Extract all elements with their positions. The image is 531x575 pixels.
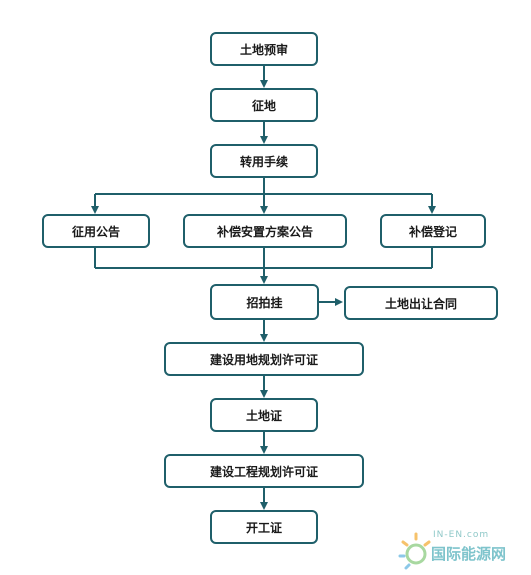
node-conversion-procedure: 转用手续 — [210, 144, 318, 178]
node-land-transfer-contract: 土地出让合同 — [344, 286, 498, 320]
node-expropriation-notice: 征用公告 — [42, 214, 150, 248]
sun-logo-icon — [398, 532, 431, 570]
node-construction-permit: 开工证 — [210, 510, 318, 544]
node-auction-listing: 招拍挂 — [210, 284, 319, 320]
node-compensation-registration: 补偿登记 — [380, 214, 486, 248]
node-construction-planning-permit: 建设工程规划许可证 — [164, 454, 364, 488]
node-land-certificate: 土地证 — [210, 398, 318, 432]
node-land-use-planning-permit: 建设用地规划许可证 — [164, 342, 364, 376]
watermark-domain: IN-EN.com — [433, 530, 490, 540]
node-compensation-plan-notice: 补偿安置方案公告 — [183, 214, 347, 248]
node-expropriation: 征地 — [210, 88, 318, 122]
watermark-name: 国际能源网 — [431, 545, 507, 563]
node-land-preview: 土地预审 — [210, 32, 318, 66]
